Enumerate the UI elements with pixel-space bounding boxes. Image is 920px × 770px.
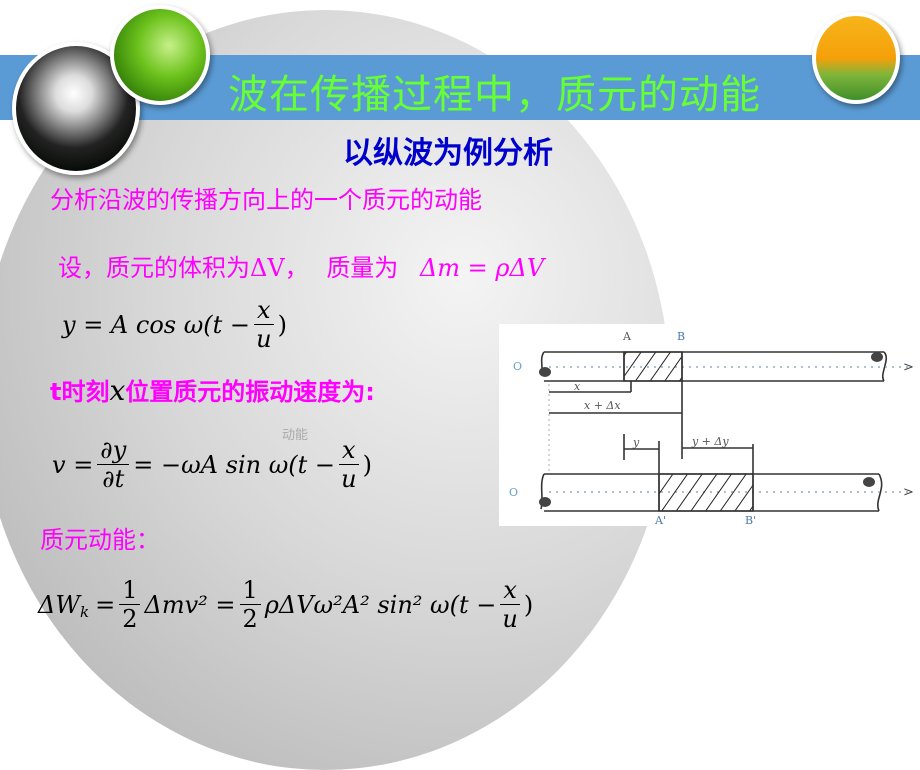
ke-eq-eq: = — [95, 590, 116, 619]
ke-eq-half-den: 2 — [122, 605, 138, 633]
velocity-label-t: t时刻 — [50, 378, 110, 406]
flower-image — [812, 12, 900, 104]
ke-eq-den: u — [502, 605, 518, 633]
ke-eq-num: x — [500, 576, 520, 605]
velocity-label-rest: 位置质元的振动速度为: — [125, 378, 375, 406]
label-B-prime: B' — [745, 514, 756, 526]
top-rod — [540, 351, 888, 382]
label-O-top: O — [513, 360, 522, 373]
velocity-eq-mid: = −ωA sin ω(t − — [133, 450, 336, 479]
volume-text: 设，质元的体积为 — [58, 254, 250, 282]
wave-eq-num: x — [254, 296, 274, 325]
velocity-eq-num: x — [339, 436, 359, 465]
svg-text:>: > — [903, 485, 914, 500]
svg-text:>: > — [903, 360, 914, 375]
subtitle: 以纵波为例分析 — [343, 136, 553, 171]
ke-eq-half-num: 1 — [119, 576, 141, 605]
intro-text: 分析沿波的传播方向上的一个质元的动能 — [50, 186, 482, 214]
ke-eq-half-den-2: 2 — [242, 605, 258, 633]
velocity-label-x: x — [109, 374, 126, 407]
velocity-eq-lhs: v = — [52, 450, 94, 479]
comma: ， — [284, 254, 309, 282]
ke-eq-term1: Δmv² = — [144, 590, 236, 619]
label-y: y — [632, 436, 640, 449]
ke-eq-rhs: ) — [523, 590, 534, 619]
bottom-hatched-element — [658, 473, 754, 512]
ke-eq-half-num-2: 1 — [239, 576, 261, 605]
label-A: A — [622, 330, 632, 343]
label-O-bottom: O — [509, 486, 518, 499]
diagram-svg: > > A B O O x x + Δx y y + Δy A' B' — [509, 330, 914, 527]
leaf-image — [110, 5, 210, 105]
label-y-dy: y + Δy — [691, 435, 729, 448]
wave-eq-den: u — [256, 325, 272, 353]
ke-label: 质元动能： — [40, 526, 160, 554]
velocity-eq-dnum: ∂y — [97, 436, 130, 465]
ke-eq-lhs: ΔW — [38, 590, 80, 619]
label-B: B — [677, 330, 685, 343]
velocity-eq-dden: ∂t — [102, 465, 125, 493]
ke-eq-term2: ρΔVω²A² sin² ω(t − — [264, 590, 497, 619]
volume-symbol: ΔV — [250, 254, 285, 282]
top-hatched-element — [623, 351, 683, 382]
volume-mass-line: 设，质元的体积为ΔV， 质量为 Δm = ρΔV — [58, 248, 544, 283]
label-x-dx: x + Δx — [584, 399, 621, 412]
wave-eq-lhs: y = A cos ω(t − — [62, 310, 251, 339]
mass-formula: Δm = ρΔV — [419, 254, 545, 282]
velocity-eq-rhs: ) — [362, 450, 372, 479]
velocity-label: t时刻x位置质元的振动速度为: — [50, 372, 375, 407]
label-x: x — [574, 380, 581, 393]
longitudinal-wave-diagram: > > A B O O x x + Δx y y + Δy A' B' — [499, 324, 920, 527]
ke-eq-sub: k — [80, 602, 90, 621]
wave-eq-rhs: ) — [277, 310, 287, 339]
velocity-eq-den: u — [341, 465, 357, 493]
slide-title: 波在传播过程中，质元的动能 — [228, 72, 761, 118]
faint-label: 动能 — [282, 428, 309, 443]
mass-text: 质量为 — [326, 254, 399, 282]
label-A-prime: A' — [654, 514, 666, 526]
